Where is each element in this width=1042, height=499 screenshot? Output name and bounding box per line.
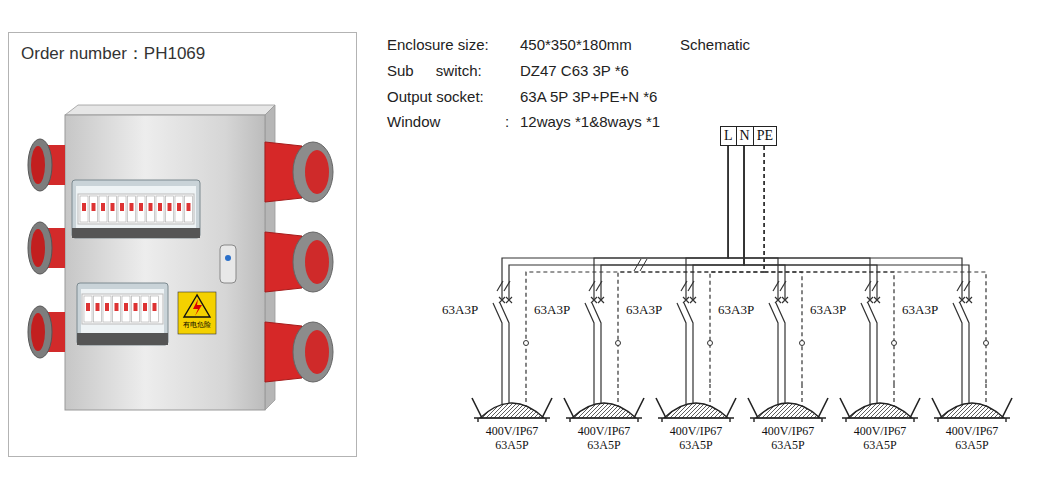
socket-rating: 400V/IP67: [468, 424, 556, 438]
phase-wire: [684, 146, 744, 384]
spec-label: Output socket:: [387, 88, 484, 106]
socket-rating: 63A5P: [652, 438, 740, 452]
socket-outlet: 400V/IP6763A5P: [560, 384, 648, 452]
breaker-contact: [598, 297, 604, 303]
breaker-contact: [683, 297, 689, 303]
socket-symbol: [468, 384, 556, 424]
breaker-contact: [591, 297, 597, 303]
socket-outlet: 400V/IP6763A5P: [744, 384, 832, 452]
socket-rating: 400V/IP67: [836, 424, 924, 438]
breaker-rating: 63A3P: [810, 302, 846, 318]
earth-terminal: [524, 341, 529, 346]
socket-rating: 63A5P: [836, 438, 924, 452]
wire-connector: [728, 146, 988, 384]
spec-label: :: [505, 113, 509, 131]
wire-connector: [493, 146, 764, 384]
socket-rating: 400V/IP67: [652, 424, 740, 438]
socket-rating: 400V/IP67: [560, 424, 648, 438]
pole-tick: [773, 281, 779, 291]
spec-label: 63A 5P 3P+PE+N *6: [520, 88, 657, 106]
breaker-contact: [506, 297, 512, 303]
breaker-contact: [874, 297, 880, 303]
warning-text: 有电危险: [178, 321, 216, 330]
socket-rating: 63A5P: [468, 438, 556, 452]
spec-label: DZ47 C63 3P *6: [520, 62, 629, 80]
product-panel: Order number：PH1069: [8, 32, 357, 457]
pole-tick: [957, 281, 963, 291]
socket-outlet: 400V/IP6763A5P: [468, 384, 556, 452]
spec-label: Window: [387, 113, 440, 131]
socket-rating: 63A5P: [744, 438, 832, 452]
breaker-contact: [775, 297, 781, 303]
socket-outlet: 400V/IP6763A5P: [836, 384, 924, 452]
earth-terminal: [984, 341, 989, 346]
phase-wire: [500, 146, 744, 384]
spec-label: 450*350*180mm: [520, 36, 632, 54]
socket-symbol: [560, 384, 648, 424]
breaker-rating: 63A3P: [902, 302, 938, 318]
pole-tick: [780, 281, 786, 291]
spec-label: Schematic: [680, 36, 750, 54]
breaker-contact: [959, 297, 965, 303]
spec-label: Sub switch:: [387, 62, 482, 80]
earth-terminal: [616, 341, 621, 346]
pole-tick: [964, 281, 970, 291]
wire-connector: [585, 146, 764, 384]
socket-rating: 400V/IP67: [928, 424, 1016, 438]
earth-wire: [618, 146, 764, 384]
socket-outlet: 400V/IP6763A5P: [652, 384, 740, 452]
socket-symbol: [928, 384, 1016, 424]
terminal-name: PE: [753, 127, 776, 145]
socket-rating: 63A5P: [560, 438, 648, 452]
earth-terminal: [892, 341, 897, 346]
breaker-rating: 63A3P: [718, 302, 754, 318]
breaker-rating: 63A3P: [534, 302, 570, 318]
breaker-contact: [499, 297, 505, 303]
breaker-contact: [867, 297, 873, 303]
socket-rating: 63A5P: [928, 438, 1016, 452]
earth-terminal: [708, 341, 713, 346]
breaker-rating: 63A3P: [442, 302, 478, 318]
terminal-name: N: [736, 127, 753, 145]
pole-tick: [688, 281, 694, 291]
phase-wire: [744, 146, 969, 384]
breaker-contact: [782, 297, 788, 303]
spec-label: Enclosure size:: [387, 36, 489, 54]
terminal-block: LNPE: [720, 126, 777, 146]
socket-rating: 400V/IP67: [744, 424, 832, 438]
breaker-contact: [690, 297, 696, 303]
pole-tick: [504, 281, 510, 291]
socket-symbol: [744, 384, 832, 424]
order-number: Order number：PH1069: [21, 43, 344, 65]
pole-tick: [872, 281, 878, 291]
pole-tick: [596, 281, 602, 291]
breaker-rating: 63A3P: [626, 302, 662, 318]
socket-symbol: [836, 384, 924, 424]
terminal-name: L: [721, 127, 736, 145]
spec-label: 12ways *1&8ways *1: [520, 113, 660, 131]
socket-outlet: 400V/IP6763A5P: [928, 384, 1016, 452]
pole-tick: [497, 281, 503, 291]
breaker-contact: [966, 297, 972, 303]
socket-symbol: [652, 384, 740, 424]
pole-tick: [681, 281, 687, 291]
earth-terminal: [800, 341, 805, 346]
earth-wire: [764, 146, 986, 384]
phase-wire: [592, 146, 744, 384]
pole-tick: [589, 281, 595, 291]
pole-tick: [865, 281, 871, 291]
